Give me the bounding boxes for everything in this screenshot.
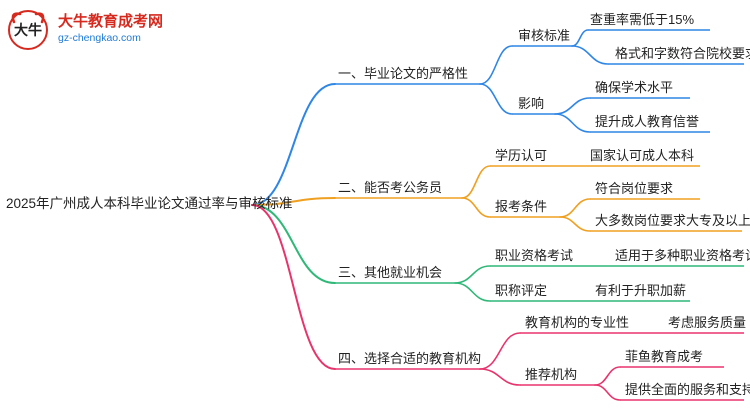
leaf-academic-level: 确保学术水平	[595, 80, 674, 95]
branch-strictness: 一、毕业论文的严格性	[338, 66, 469, 81]
edge-b2-recognition	[461, 165, 491, 199]
leaf-state-recognized: 国家认可成人本科	[590, 148, 695, 163]
logo-url: gz-chengkao.com	[58, 32, 141, 44]
bull-logo-icon	[8, 10, 48, 50]
leaf-service-quality: 考虑服务质量	[668, 315, 747, 330]
edge-b2-conditions-leaf1	[559, 198, 591, 218]
edge-b1-impact	[479, 83, 513, 115]
leaf-full-service: 提供全面的服务和支持	[625, 382, 750, 397]
edge-b1-impact-leaf1	[554, 97, 591, 115]
leaf-college-or-above: 大多数岗位要求大专及以上	[595, 213, 750, 228]
logo-title: 大牛教育成考网	[58, 13, 164, 30]
leaf-qualification-exams: 适用于多种职业资格考试	[615, 248, 750, 263]
leaf-promotion: 有利于升职加薪	[595, 283, 687, 298]
topic-institution-professionalism: 教育机构的专业性	[525, 315, 630, 330]
edge-root-branch2	[251, 197, 336, 206]
edge-root-branch4	[251, 204, 336, 370]
topic-recommended-institution: 推荐机构	[525, 367, 578, 382]
branch-choose-institution: 四、选择合适的教育机构	[338, 351, 482, 366]
topic-impact: 影响	[518, 96, 545, 111]
edge-b3-qualification	[454, 265, 491, 284]
edge-b1-impact-leaf2	[554, 113, 591, 133]
leaf-format-wordcount: 格式和字数符合院校要求	[615, 46, 750, 61]
topic-review-standard: 审核标准	[518, 28, 571, 43]
edge-b4-recommend	[479, 368, 521, 386]
edge-b2-conditions-leaf2	[559, 216, 591, 232]
topic-exam-conditions: 报考条件	[495, 199, 548, 214]
site-logo[interactable]: 大牛 大牛教育成考网 gz-chengkao.com	[6, 8, 176, 52]
edge-b4-professional	[479, 332, 521, 370]
edge-b1-review-leaf1	[571, 29, 589, 47]
edge-b1-review-leaf2	[571, 45, 609, 65]
edge-root-branch1	[251, 83, 336, 206]
topic-degree-recognition: 学历认可	[495, 148, 548, 163]
edge-b2-conditions	[461, 197, 491, 218]
topic-qualification-exam: 职业资格考试	[495, 248, 574, 263]
leaf-job-requirements: 符合岗位要求	[595, 181, 674, 196]
branch-other-jobs: 三、其他就业机会	[338, 265, 443, 280]
leaf-reputation: 提升成人教育信誉	[595, 114, 700, 129]
branch-civil-service: 二、能否考公务员	[338, 180, 443, 195]
logo-mark-text: 大牛	[14, 23, 42, 39]
edge-b3-title	[454, 282, 491, 302]
edge-b1-review	[479, 45, 513, 85]
root-topic: 2025年广州成人本科毕业论文通过率与审核标准	[6, 196, 293, 211]
edge-b4-recommend-leaf2	[594, 384, 621, 401]
edge-root-branch3	[251, 204, 336, 284]
leaf-plagiarism-rate: 查重率需低于15%	[590, 12, 695, 27]
topic-title-evaluation: 职称评定	[495, 283, 548, 298]
leaf-feiyu-education: 菲鱼教育成考	[625, 349, 704, 364]
edge-b4-recommend-leaf1	[594, 366, 621, 386]
